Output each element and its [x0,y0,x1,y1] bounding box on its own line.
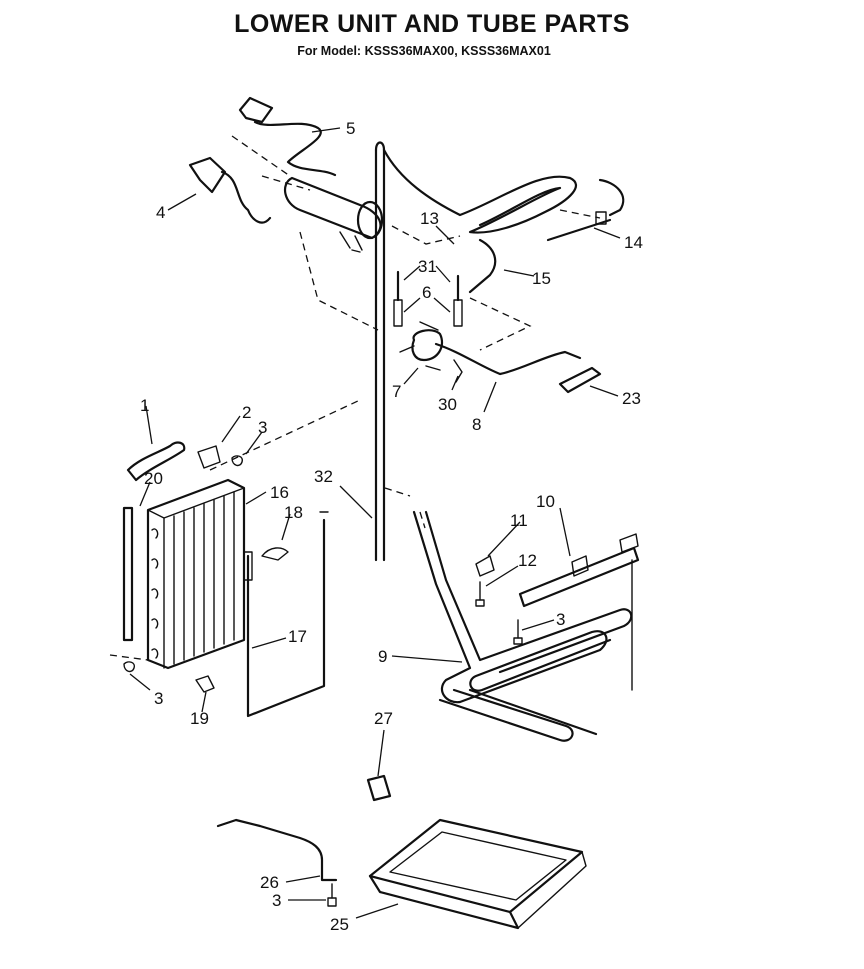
part-11-clip [475,555,495,577]
callout-8: 8 [472,415,481,434]
callout-25: 25 [330,915,349,934]
part-17-heater [243,511,329,718]
part-4-tube [188,156,272,224]
part-16-evaporator [122,478,246,670]
part-3-screw-bottom [327,883,337,907]
callout-23: 23 [622,389,641,408]
model-numbers: KSSS36MAX00, KSSS36MAX01 [364,44,551,58]
part-12-screw [475,581,485,607]
part-26-drain [216,818,338,882]
callout-9: 9 [378,647,387,666]
callout-3-c: 3 [556,610,565,629]
callout-30: 30 [438,395,457,414]
part-32-tube [374,141,386,562]
callout-11: 11 [510,511,528,530]
callout-12: 12 [518,551,537,570]
callout-19: 19 [190,709,209,728]
part-23-cable [558,366,602,394]
part-9-heater [412,510,633,742]
callout-5: 5 [346,119,355,138]
accumulator [283,176,384,253]
callout-6: 6 [422,283,431,302]
part-27-grommet [366,774,392,802]
part-31-sensors [393,270,463,327]
callout-17: 17 [288,627,307,646]
callout-labels: 1 2 3 3 3 3 4 5 6 7 8 9 10 11 12 13 14 1… [140,119,643,934]
callout-20: 20 [144,469,163,488]
part-10-bracket [518,533,640,691]
callout-14: 14 [624,233,643,252]
callout-16: 16 [270,483,289,502]
callout-13: 13 [420,209,439,228]
callout-15: 15 [532,269,551,288]
part-3-screw-left [109,654,149,673]
callout-26: 26 [260,873,279,892]
model-line: For Model: KSSS36MAX00, KSSS36MAX01 [0,44,856,58]
callout-3-b: 3 [154,689,163,708]
callout-32: 32 [314,467,333,486]
part-14-connector [595,211,607,225]
part-5-tube [238,96,337,177]
callout-1: 1 [140,396,149,415]
callout-3-d: 3 [272,891,281,910]
callout-4: 4 [156,203,165,222]
part-18-clip [261,547,289,561]
callout-3-a: 3 [258,418,267,437]
callout-2: 2 [242,403,251,422]
model-prefix: For Model: [297,44,362,58]
page-title: LOWER UNIT AND TUBE PARTS [234,10,630,38]
upper-dashed-guides [209,135,601,529]
part-1-harness [126,441,186,482]
part-8-tube [434,342,582,383]
part-3-screw-center [513,619,523,645]
part-7-valve [399,321,444,371]
callout-31: 31 [418,257,437,276]
part-15-tube [468,238,497,294]
part-2-bracket [197,445,244,469]
callout-10: 10 [536,492,555,511]
part-25-pan [368,818,587,930]
callout-7: 7 [392,382,401,401]
callout-18: 18 [284,503,303,522]
part-19-clip [195,675,215,693]
leaders [129,127,621,919]
callout-27: 27 [374,709,393,728]
